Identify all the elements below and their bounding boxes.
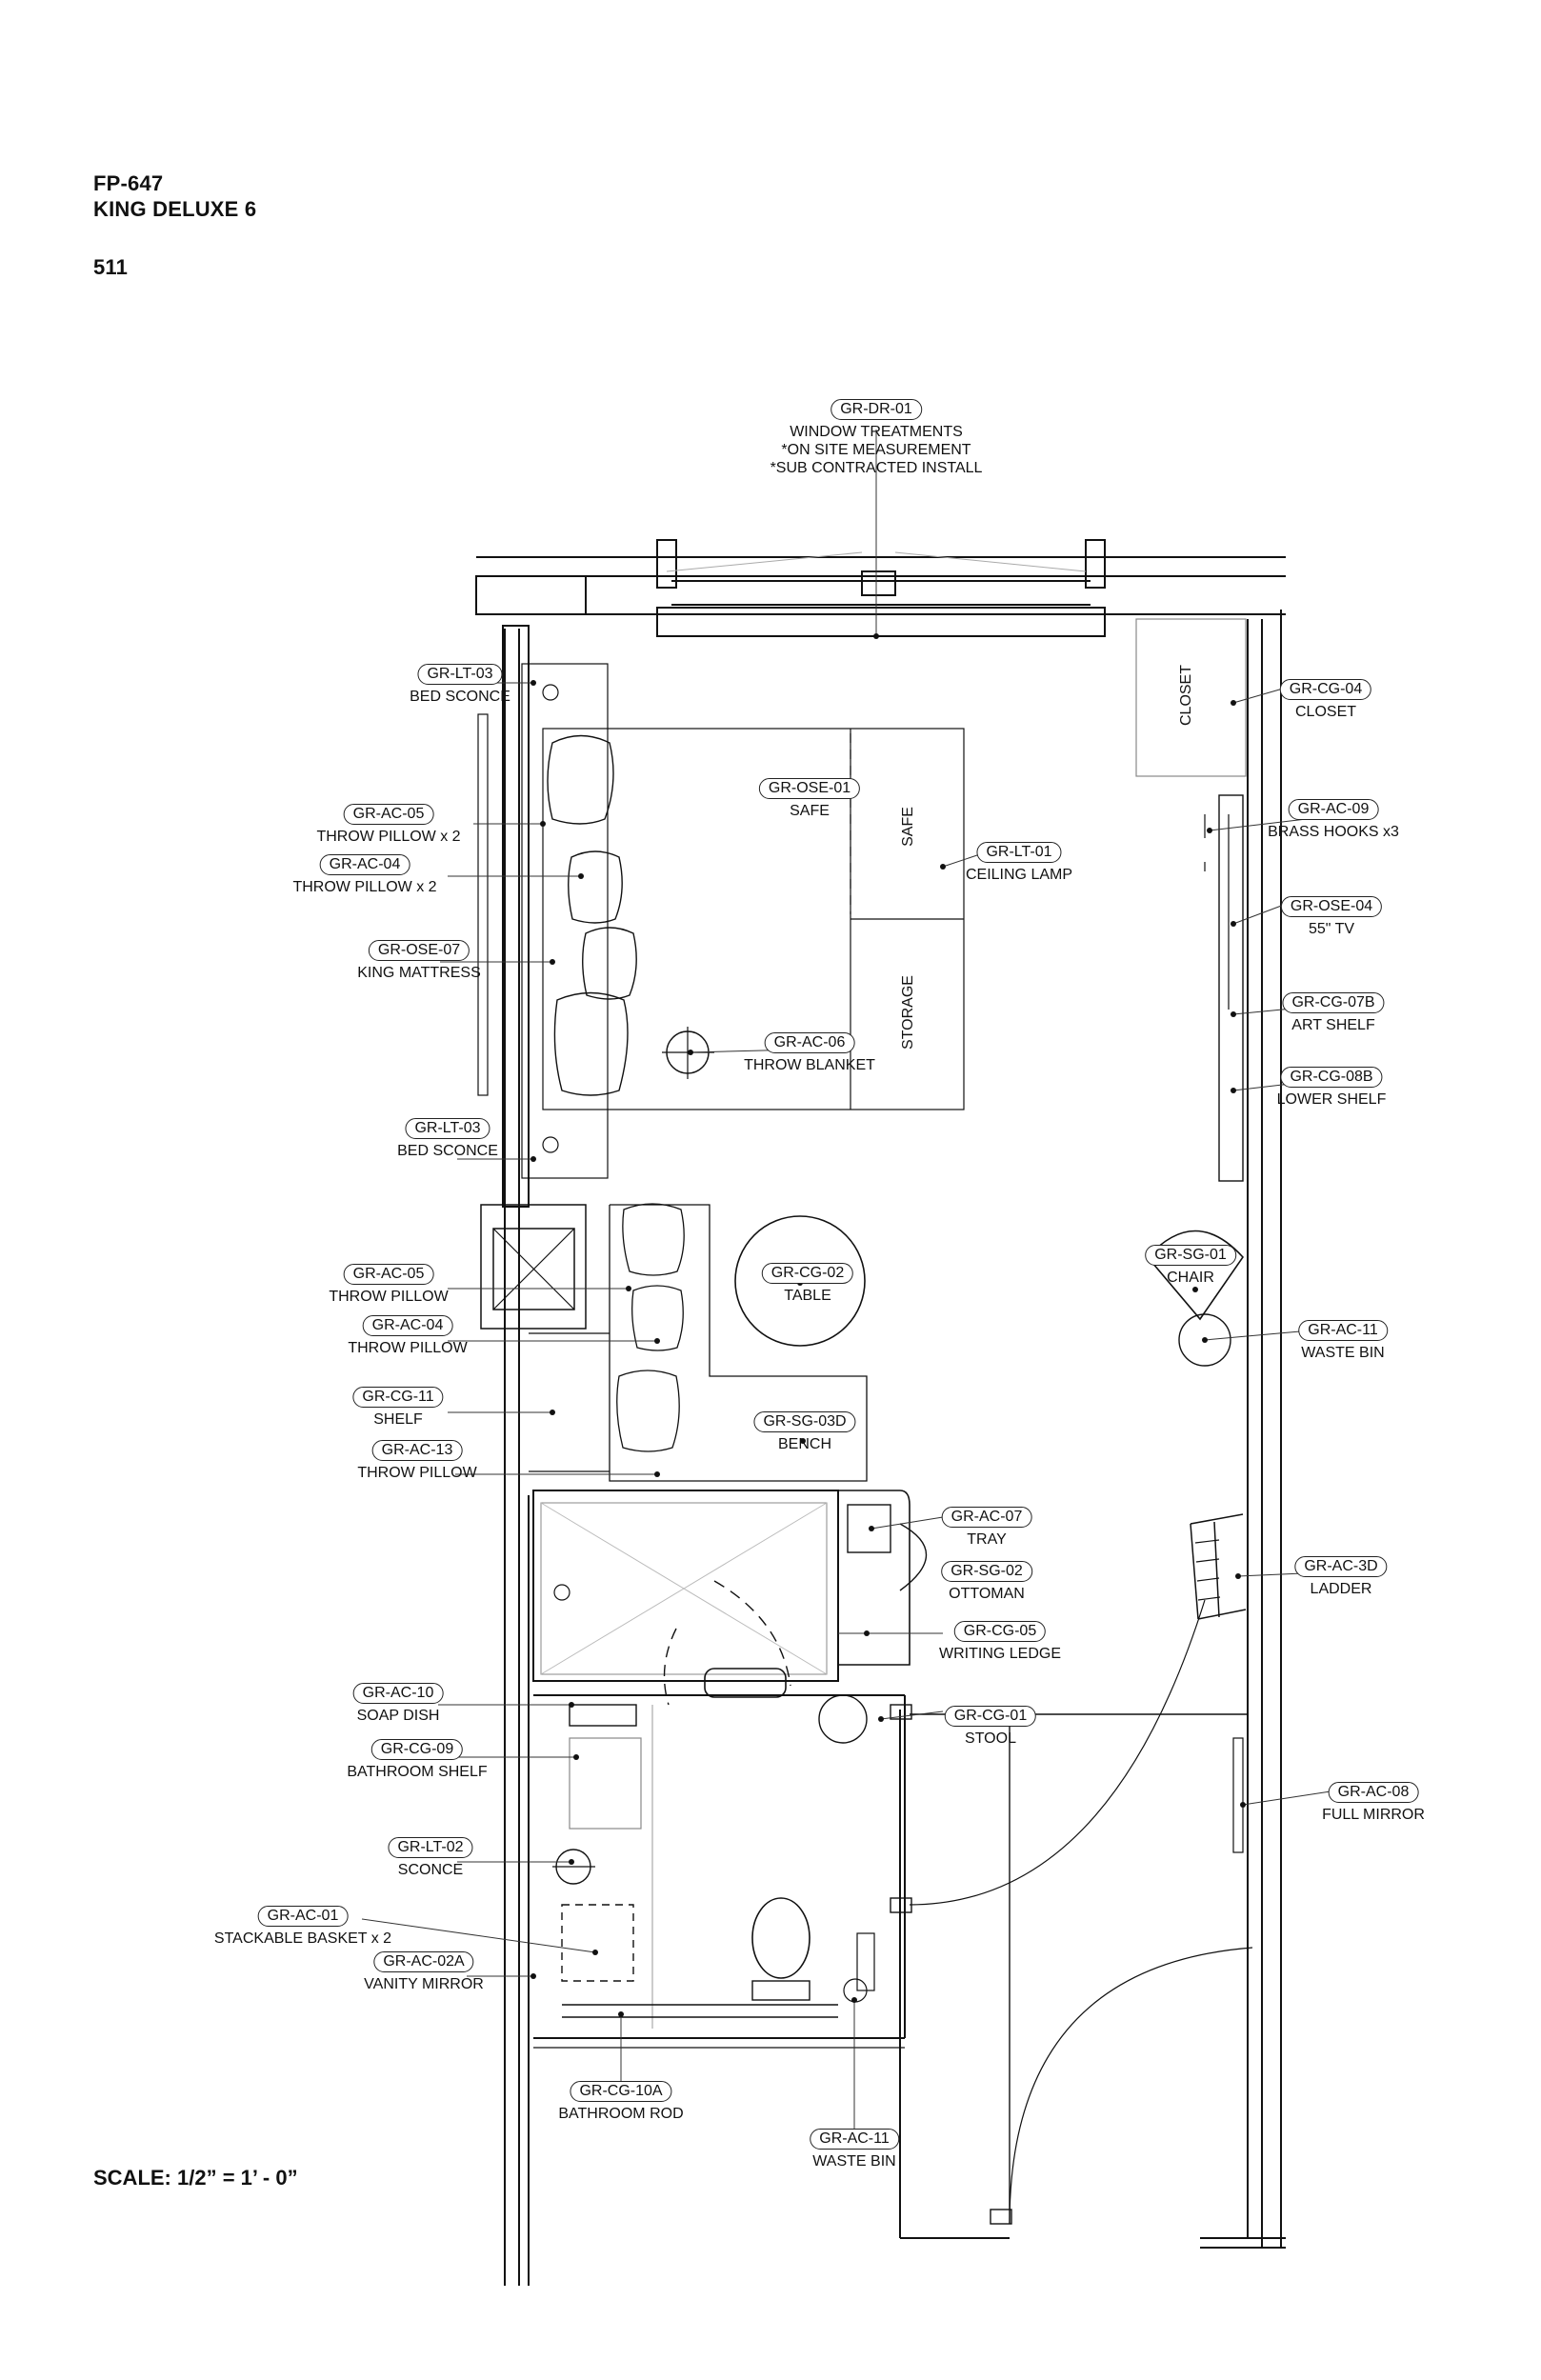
callout-tag: GR-AC-08 [1328, 1782, 1419, 1803]
window-wall [475, 539, 1286, 637]
callout-description: 55" TV [1308, 921, 1355, 937]
callout-tag: GR-CG-05 [953, 1621, 1047, 1642]
callout-tag: GR-AC-11 [810, 2129, 899, 2150]
callout-tag: GR-SG-03D [753, 1411, 856, 1432]
callout-description: WRITING LEDGE [938, 1646, 1062, 1662]
callout-description: THROW PILLOW x 2 [292, 879, 437, 895]
callout-tag: GR-AC-02A [373, 1951, 474, 1972]
callout-description: VANITY MIRROR [364, 1976, 484, 1992]
callout-description: BENCH [777, 1436, 832, 1452]
callout-description: BRASS HOOKS x3 [1268, 824, 1399, 840]
callout-tag: GR-CG-07B [1282, 992, 1385, 1013]
bathroom-shower [532, 1490, 906, 2049]
callout-tag: GR-CG-04 [1279, 679, 1372, 700]
callout-description: OTTOMAN [949, 1586, 1025, 1602]
callout-description: THROW PILLOW [348, 1340, 468, 1356]
callout-tag: GR-CG-08B [1280, 1067, 1383, 1088]
callout-tag: GR-DR-01 [831, 399, 922, 420]
ladder [1190, 1513, 1247, 1620]
callout-tag: GR-AC-09 [1288, 799, 1379, 820]
callout-description: FULL MIRROR [1322, 1807, 1425, 1823]
callout-tag: GR-LT-03 [405, 1118, 490, 1139]
callout-tag: GR-OSE-04 [1280, 896, 1383, 917]
callout-description: *ON SITE MEASUREMENT [781, 442, 971, 458]
callout-description: BED SCONCE [410, 689, 510, 705]
callout-description: *SUB CONTRACTED INSTALL [770, 460, 983, 476]
full-mirror-shape [1232, 1737, 1244, 1853]
room-number: 511 [93, 255, 129, 279]
callout-tag: GR-AC-11 [1298, 1320, 1388, 1341]
plan-code: FP-647 [93, 171, 164, 195]
callout-tag: GR-SG-01 [1145, 1245, 1236, 1266]
callout-tag: GR-OSE-07 [368, 940, 470, 961]
callout-tag: GR-LT-03 [417, 664, 503, 685]
callout-description: SCONCE [397, 1862, 464, 1878]
callout-description: THROW PILLOW x 2 [316, 829, 461, 845]
callout-description: CEILING LAMP [965, 867, 1073, 883]
callout-description: BATHROOM ROD [558, 2106, 684, 2122]
callout-description: THROW PILLOW [329, 1289, 449, 1305]
callout-description: WASTE BIN [1301, 1345, 1385, 1361]
king-bed [521, 663, 965, 1179]
callout-tag: GR-CG-10A [570, 2081, 672, 2102]
storage-plan-label: STORAGE [900, 975, 916, 1050]
callout-tag: GR-AC-3D [1294, 1556, 1388, 1577]
callout-description: BATHROOM SHELF [347, 1764, 488, 1780]
callout-tag: GR-AC-05 [343, 804, 434, 825]
callout-description: CLOSET [1294, 704, 1357, 720]
callout-tag: GR-CG-02 [761, 1263, 854, 1284]
callout-tag: GR-AC-13 [371, 1440, 463, 1461]
callout-description: TABLE [784, 1288, 831, 1304]
round-table [734, 1215, 866, 1347]
callout-description: WASTE BIN [812, 2153, 896, 2170]
left-wall [477, 625, 530, 2286]
callout-description: LADDER [1310, 1581, 1372, 1597]
callout-tag: GR-AC-07 [941, 1507, 1032, 1528]
callout-tag: GR-AC-01 [257, 1906, 349, 1927]
callout-tag: GR-AC-04 [362, 1315, 453, 1336]
callout-tag: GR-CG-09 [370, 1739, 464, 1760]
callout-description: SAFE [790, 803, 830, 819]
callout-tag: GR-OSE-01 [758, 778, 861, 799]
tv-shelf [1218, 794, 1244, 1182]
callout-description: THROW PILLOW [357, 1465, 477, 1481]
callout-tag: GR-LT-01 [976, 842, 1062, 863]
closet-outline [1135, 618, 1247, 777]
callout-tag: GR-SG-02 [941, 1561, 1032, 1582]
writing-ledge [838, 1490, 927, 1666]
callout-description: STACKABLE BASKET x 2 [213, 1930, 392, 1947]
callout-tag: GR-CG-01 [944, 1706, 1037, 1727]
callout-tag: GR-AC-05 [343, 1264, 434, 1285]
callout-description: BED SCONCE [397, 1143, 498, 1159]
callout-tag: GR-LT-02 [388, 1837, 473, 1858]
callout-description: STOOL [965, 1730, 1016, 1747]
callout-dots [530, 633, 1246, 2017]
waste-bin-shape [1178, 1313, 1231, 1367]
room-type: KING DELUXE 6 [93, 197, 257, 221]
callout-description: TRAY [967, 1531, 1007, 1548]
callout-tag: GR-AC-04 [319, 854, 410, 875]
corner-cabinet [480, 1204, 587, 1330]
callout-description: SHELF [373, 1411, 423, 1428]
callout-description: SOAP DISH [356, 1708, 440, 1724]
bench-shelf [529, 1203, 868, 1482]
callout-description: THROW BLANKET [744, 1057, 875, 1073]
callout-tag: GR-AC-10 [352, 1683, 444, 1704]
callout-description: CHAIR [1167, 1270, 1214, 1286]
toilet [751, 1694, 875, 2003]
scale-note: SCALE: 1/2” = 1’ - 0” [93, 2166, 298, 2190]
callout-description: KING MATTRESS [357, 965, 481, 981]
callout-description: LOWER SHELF [1276, 1091, 1387, 1108]
right-wall [1200, 610, 1286, 2249]
closet-plan-label: CLOSET [1178, 664, 1194, 727]
callout-description: WINDOW TREATMENTS [790, 424, 963, 440]
callout-tag: GR-AC-06 [764, 1032, 855, 1053]
callout-tag: GR-CG-11 [352, 1387, 444, 1408]
vanity [552, 1704, 838, 2029]
safe-plan-label: SAFE [900, 807, 916, 847]
callout-description: ART SHELF [1291, 1017, 1375, 1033]
entry-door [890, 1599, 1253, 2239]
